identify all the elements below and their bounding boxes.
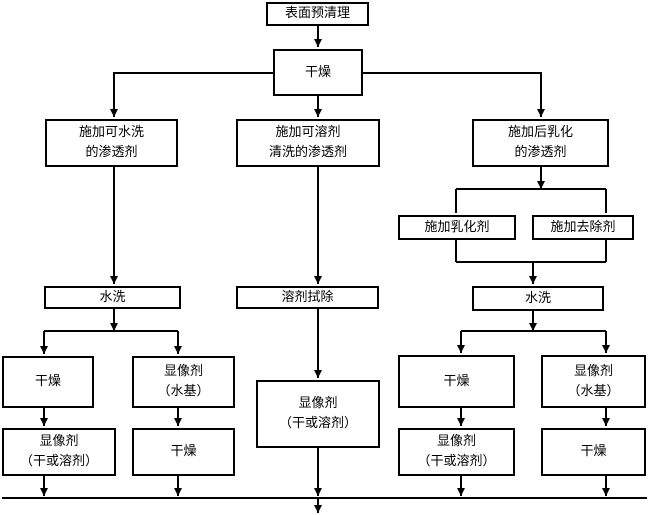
node-text-line: 清洗的渗透剂 <box>268 145 347 160</box>
node-text-line: 干燥 <box>443 373 470 389</box>
node-text-line: 显像剂 <box>573 363 613 379</box>
node-water-wash-left: 水洗 <box>44 286 181 309</box>
node-text-line: 施加可溶剂 <box>275 125 341 140</box>
node-developer-dry-solvent-mid: 显像剂 （干或溶剂） <box>256 380 380 448</box>
node-apply-post-emulsifiable-penetrant: 施加后乳化 的渗透剂 <box>472 119 609 167</box>
node-text-line: 施加后乳化 <box>507 125 573 140</box>
node-text-line: 的渗透剂 <box>514 145 567 160</box>
node-text-line: 显像剂 <box>39 434 79 449</box>
node-dry-top: 干燥 <box>273 49 363 96</box>
node-dry-right: 干燥 <box>398 355 515 408</box>
node-dry-left: 干燥 <box>2 356 94 408</box>
node-developer-dry-solvent-right: 显像剂 （干或溶剂） <box>398 428 515 476</box>
node-text-line: （水基） <box>567 383 620 399</box>
node-text-line: （干或溶剂） <box>19 454 98 469</box>
node-dry-left-2: 干燥 <box>132 428 235 476</box>
node-text-line: 施加去除剂 <box>550 219 616 235</box>
node-developer-dry-solvent-left: 显像剂 （干或溶剂） <box>2 428 116 476</box>
node-apply-solvent-removable-penetrant: 施加可溶剂 清洗的渗透剂 <box>236 119 380 167</box>
node-water-wash-right: 水洗 <box>472 286 604 311</box>
arrow-dry-to-post-emulsifiable <box>363 72 545 117</box>
node-text-line: （干或溶剂） <box>278 416 357 431</box>
node-text-line: 施加乳化剂 <box>424 219 490 235</box>
node-text-line: 显像剂 <box>436 434 476 449</box>
node-surface-preclean: 表面预清理 <box>266 2 369 26</box>
node-text-line: 的渗透剂 <box>85 145 138 160</box>
node-text-line: 水洗 <box>524 290 551 306</box>
node-text-line: 干燥 <box>170 444 197 459</box>
node-text-line: 干燥 <box>34 374 61 389</box>
node-text-line: 显像剂 <box>163 364 203 379</box>
node-apply-remover: 施加去除剂 <box>532 215 634 240</box>
arrow-dry-to-water-washable <box>110 72 273 117</box>
node-developer-aqueous-right: 显像剂 （水基） <box>541 355 646 408</box>
node-dry-right-2: 干燥 <box>541 428 646 476</box>
node-text-line: （水基） <box>157 384 210 399</box>
node-text-line: 溶剂拭除 <box>281 289 334 305</box>
node-text-line: （干或溶剂） <box>417 454 496 469</box>
node-developer-aqueous-left: 显像剂 （水基） <box>132 356 235 408</box>
node-apply-water-washable-penetrant: 施加可水洗 的渗透剂 <box>45 119 178 167</box>
node-text-line: 水洗 <box>99 289 126 305</box>
node-text-line: 表面预清理 <box>284 6 350 21</box>
node-solvent-wipe: 溶剂拭除 <box>236 286 379 309</box>
node-text-line: 显像剂 <box>298 396 338 411</box>
node-text-line: 干燥 <box>304 64 331 80</box>
node-text-line: 干燥 <box>580 444 607 459</box>
node-text-line: 施加可水洗 <box>78 125 144 140</box>
node-apply-emulsifier: 施加乳化剂 <box>398 215 516 240</box>
